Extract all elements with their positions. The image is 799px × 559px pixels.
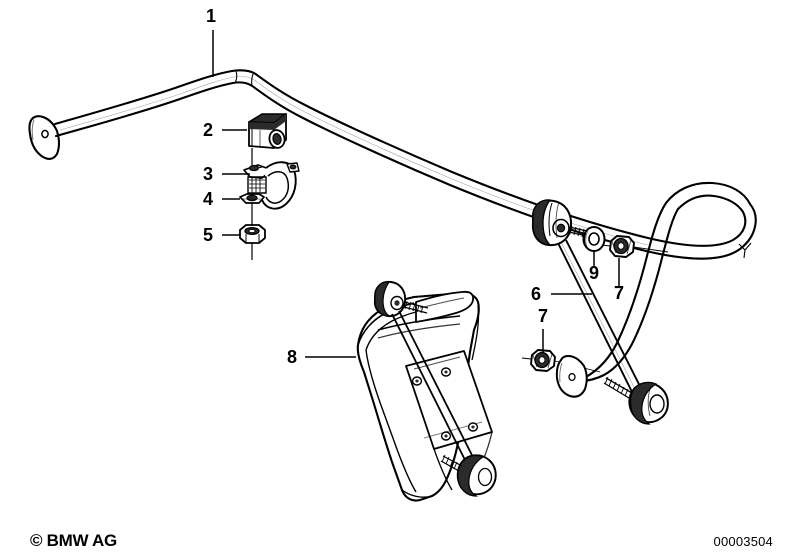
callout-label-9: 9 [589, 263, 599, 283]
callout-label-7-upper: 7 [614, 283, 624, 303]
callout-label-5: 5 [203, 225, 213, 245]
link-upper-ball-joint [531, 199, 573, 247]
callout-label-4: 4 [203, 189, 213, 209]
washer [239, 193, 265, 204]
callout-label-1: 1 [206, 6, 216, 26]
fitted-link-upper-joint [373, 280, 407, 318]
self-locking-nut-upper [601, 235, 669, 258]
callout-7-lower: 7 [538, 306, 548, 353]
self-locking-nut-lower [521, 349, 601, 373]
diagram-number: 00003504 [713, 534, 773, 549]
link-lower-ball-joint [628, 381, 669, 425]
callout-5: 5 [203, 225, 240, 245]
callout-4: 4 [203, 189, 240, 209]
callout-9: 9 [589, 251, 599, 283]
stabilizer-bar-lower-eye [555, 355, 588, 398]
callout-label-3: 3 [203, 164, 213, 184]
bracket-bolts [411, 367, 479, 441]
callout-layer: 1 2 3 4 5 6 [203, 6, 624, 367]
copyright-notice: © BMW AG [30, 531, 117, 550]
hex-nut [239, 224, 266, 244]
callout-label-8: 8 [287, 347, 297, 367]
callout-7-upper: 7 [614, 258, 624, 303]
callout-6: 6 [531, 284, 592, 304]
clamp-bracket [243, 161, 300, 210]
callout-3: 3 [203, 164, 250, 184]
link-lower-thread [603, 376, 633, 399]
callout-2: 2 [203, 120, 247, 140]
stabilizer-link-rod [531, 199, 669, 425]
callout-8: 8 [287, 347, 356, 367]
callout-label-7-lower: 7 [538, 306, 548, 326]
callout-label-6: 6 [531, 284, 541, 304]
fitted-link-assembly [373, 280, 497, 497]
rubber-bushing [248, 113, 287, 149]
washer-link [582, 226, 606, 252]
fitted-link-lower-joint [456, 454, 497, 497]
callout-1: 1 [206, 6, 216, 77]
callout-label-2: 2 [203, 120, 213, 140]
